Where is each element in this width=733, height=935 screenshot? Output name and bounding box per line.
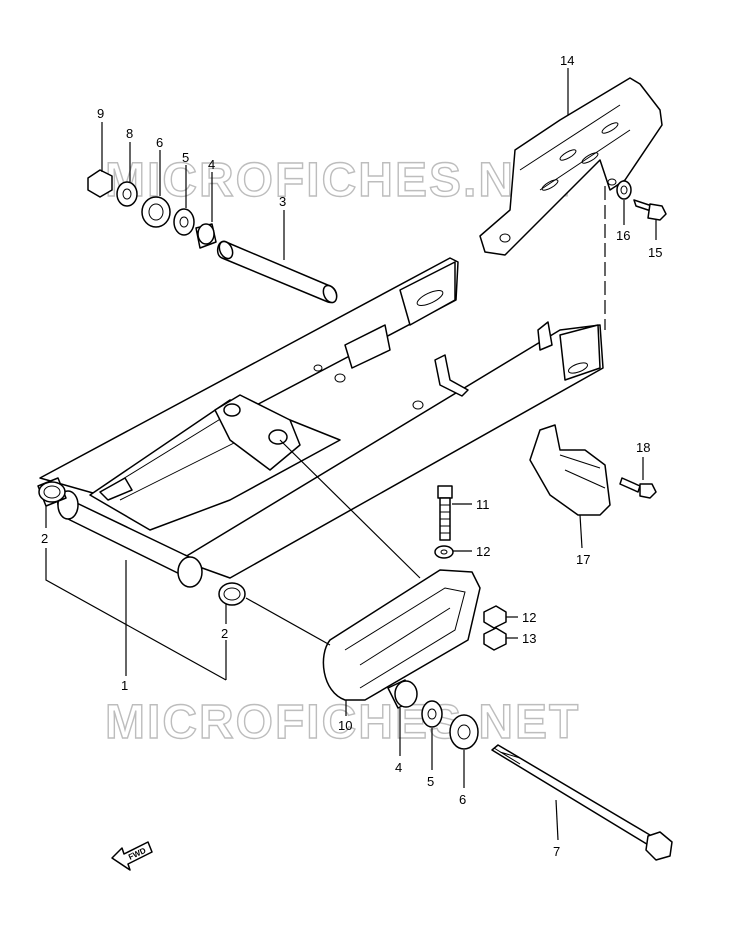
chain-buffer-17	[529, 424, 611, 516]
chain-slider-10	[322, 569, 481, 701]
bolt-11	[437, 485, 453, 541]
pivot-bolt-7	[491, 744, 673, 861]
washer-8	[116, 181, 138, 207]
callout-6-bottom: 6	[459, 792, 466, 807]
callout-17: 17	[576, 552, 590, 567]
washer-5-bottom	[421, 700, 443, 728]
washer-16	[616, 180, 632, 200]
washer-12-top	[434, 545, 454, 559]
watermark-bottom: MICROFICHES.NET	[105, 696, 580, 749]
callout-6-top: 6	[156, 135, 163, 150]
swingarm	[39, 257, 604, 588]
callout-2-left: 2	[41, 531, 48, 546]
washer-5-top	[173, 208, 195, 236]
bearing-right	[218, 582, 246, 606]
watermark-top: MICROFICHES.NET	[105, 154, 580, 207]
callout-3: 3	[279, 194, 286, 209]
callout-14: 14	[560, 53, 574, 68]
pivot-spacer	[216, 240, 338, 304]
callout-4-bottom: 4	[395, 760, 402, 775]
callout-9: 9	[97, 106, 104, 121]
callout-5-bottom: 5	[427, 774, 434, 789]
callout-4-top: 4	[208, 157, 215, 172]
callout-2-right: 2	[221, 626, 228, 641]
thrust-bearing-6-top	[141, 196, 171, 228]
collar-4-top	[195, 223, 217, 249]
callout-12-lower: 12	[522, 610, 536, 625]
callout-numbers: 9 8 6 5 4 3 14 16 15 18 17 11 12 12 13 2…	[41, 53, 662, 859]
bolt-15	[633, 199, 667, 221]
callout-12-top: 12	[476, 544, 490, 559]
callout-10: 10	[338, 718, 352, 733]
callout-11: 11	[476, 497, 490, 512]
callout-1: 1	[121, 678, 128, 693]
nut-9	[87, 169, 113, 198]
callout-15: 15	[648, 245, 662, 260]
callout-16: 16	[616, 228, 630, 243]
fwd-arrow-icon: FWD	[111, 841, 153, 871]
callout-5-top: 5	[182, 150, 189, 165]
nut-13	[483, 627, 507, 651]
chain-guard	[479, 77, 663, 256]
thrust-bearing-6-bottom	[449, 714, 479, 750]
bearing-left	[37, 477, 67, 507]
callout-18: 18	[636, 440, 650, 455]
nut-12-lower	[483, 605, 507, 629]
collar-4-bottom	[387, 679, 418, 709]
screw-18	[619, 477, 657, 499]
callout-13: 13	[522, 631, 536, 646]
callout-7: 7	[553, 844, 560, 859]
leader-lines	[45, 68, 657, 841]
callout-8: 8	[126, 126, 133, 141]
